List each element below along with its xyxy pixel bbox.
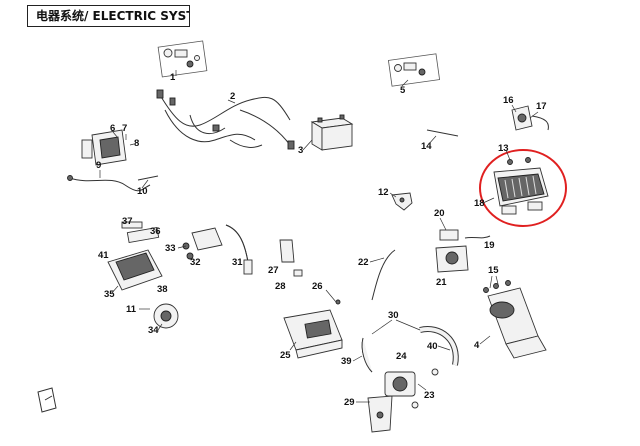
part-4-15-starter-motor xyxy=(483,280,547,359)
callout-24: 24 xyxy=(396,351,407,362)
callout-33: 33 xyxy=(165,243,176,254)
callout-14: 14 xyxy=(421,141,432,152)
callout-2: 2 xyxy=(230,91,235,102)
callout-6: 6 xyxy=(110,123,115,134)
part-3-battery xyxy=(310,114,354,151)
part-16-17-sensor xyxy=(511,105,549,131)
callout-12: 12 xyxy=(378,187,389,198)
part-12-bracket xyxy=(391,192,413,211)
part-31-spark-plug-wire xyxy=(225,224,253,275)
callout-10: 10 xyxy=(137,186,148,197)
part-1-connector-kit xyxy=(157,40,208,78)
callout-41: 41 xyxy=(98,250,109,261)
callout-28: 28 xyxy=(275,281,286,292)
part-35-fuse-box xyxy=(107,221,163,291)
callout-leaders xyxy=(99,79,539,403)
callout-39: 39 xyxy=(341,356,352,367)
part-34-horn xyxy=(153,303,179,329)
callout-21: 21 xyxy=(436,277,447,288)
callout-18: 18 xyxy=(474,198,485,209)
callout-40: 40 xyxy=(427,341,438,352)
callout-16: 16 xyxy=(503,95,514,106)
part-22-wire xyxy=(371,249,396,301)
callout-8: 8 xyxy=(134,138,139,149)
part-9-sensor-wire xyxy=(67,175,151,192)
callout-36: 36 xyxy=(150,226,161,237)
callout-13: 13 xyxy=(498,143,509,154)
part-19-hose xyxy=(464,235,491,239)
part-32-33-coil xyxy=(182,227,223,260)
part-2-main-harness xyxy=(156,89,295,150)
callout-19: 19 xyxy=(484,240,495,251)
callout-27: 27 xyxy=(268,265,279,276)
callout-3: 3 xyxy=(298,145,303,156)
part-24-fuel-pump-assembly xyxy=(361,326,459,433)
callout-29: 29 xyxy=(344,397,355,408)
callout-31: 31 xyxy=(232,257,243,268)
callout-32: 32 xyxy=(190,257,201,268)
callout-5: 5 xyxy=(400,85,406,96)
callout-9: 9 xyxy=(96,160,101,171)
part-27-sensor xyxy=(279,239,295,263)
part-18-voltage-regulator xyxy=(493,157,549,215)
callout-25: 25 xyxy=(280,350,291,361)
callout-4: 4 xyxy=(474,340,480,351)
part-25-26-ecu xyxy=(283,299,343,359)
callout-37: 37 xyxy=(122,216,133,227)
callout-15: 15 xyxy=(488,265,499,276)
callout-17: 17 xyxy=(536,101,547,112)
callout-35: 35 xyxy=(104,289,115,300)
callout-1: 1 xyxy=(170,72,176,83)
page-title: 电器系统/ ELECTRIC SYSTEM xyxy=(27,5,190,27)
part-6-7-8-switch-assembly xyxy=(81,129,135,166)
callout-30: 30 xyxy=(388,310,399,321)
part-28-clip xyxy=(293,269,303,277)
callout-11: 11 xyxy=(126,304,137,315)
orientation-arrow-icon xyxy=(37,387,57,413)
callout-23: 23 xyxy=(424,390,435,401)
part-20-21-ignition-coil xyxy=(435,229,469,273)
callout-38: 38 xyxy=(157,284,168,295)
callout-26: 26 xyxy=(312,281,323,292)
callout-22: 22 xyxy=(358,257,369,268)
callout-34: 34 xyxy=(148,325,159,336)
part-14-rod xyxy=(426,129,459,137)
callout-7: 7 xyxy=(122,123,127,134)
part-5-connector-kit xyxy=(387,53,441,87)
highlight-circle-part-18 xyxy=(479,149,567,227)
part-10-cable xyxy=(137,175,159,181)
callout-20: 20 xyxy=(434,208,445,219)
